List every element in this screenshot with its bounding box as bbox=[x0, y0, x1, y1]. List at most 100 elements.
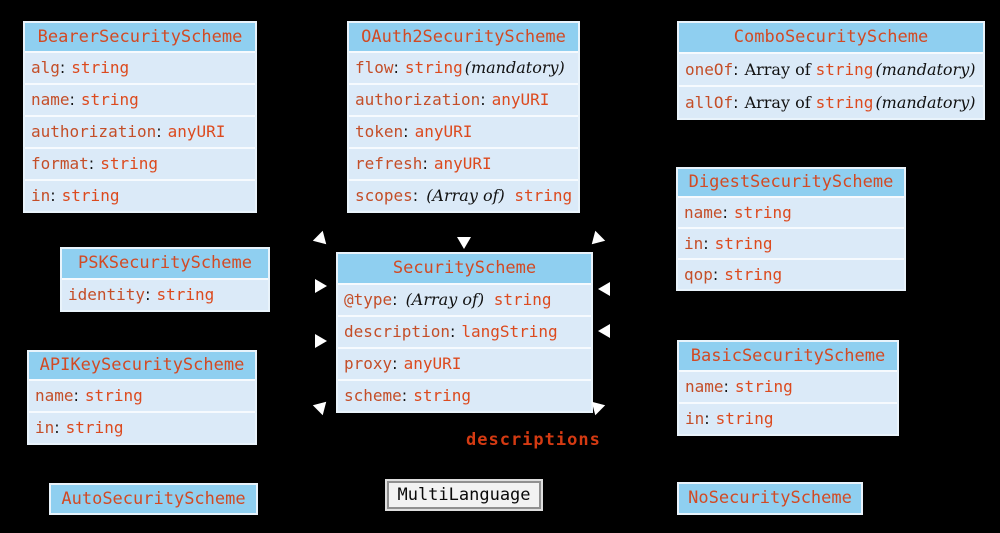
property-segment-name: identity bbox=[68, 285, 146, 304]
property-segment-name: oneOf bbox=[685, 60, 734, 79]
class-box-autosecurityscheme: AutoSecurityScheme bbox=[49, 483, 258, 515]
property-segment-name: authorization bbox=[355, 90, 481, 109]
property-segment-plain: Array of bbox=[744, 60, 811, 79]
property-segment-colon: : bbox=[73, 386, 79, 405]
property-segment-colon: : bbox=[480, 90, 486, 109]
property-row: name:string bbox=[25, 83, 255, 115]
property-segment-colon: : bbox=[733, 60, 739, 79]
property-segment-name: qop bbox=[684, 265, 713, 284]
edge-label-descriptions: descriptions bbox=[466, 430, 601, 450]
property-row: in: string bbox=[678, 227, 904, 258]
property-segment-type: anyURI bbox=[414, 122, 473, 141]
property-segment-type: string bbox=[815, 60, 874, 79]
property-segment-note: (mandatory) bbox=[875, 60, 976, 79]
property-row: token:anyURI bbox=[349, 115, 578, 147]
property-segment-plain: Array of bbox=[744, 93, 811, 112]
class-box-basicsecurityscheme: BasicSecurityScheme name: string in:string bbox=[677, 340, 899, 436]
property-row: @type:(Array of) string bbox=[338, 283, 591, 315]
property-segment-colon: : bbox=[392, 290, 398, 309]
property-row: name:string bbox=[678, 196, 904, 227]
property-segment-colon: : bbox=[401, 386, 408, 405]
property-segment-colon: : bbox=[156, 122, 162, 141]
property-segment-colon: : bbox=[412, 186, 419, 205]
property-segment-name: authorization bbox=[31, 122, 157, 141]
class-box-nosecurityscheme: NoSecurityScheme bbox=[677, 482, 863, 515]
property-row: description:langString bbox=[338, 315, 591, 347]
property-row: in:string bbox=[679, 402, 897, 434]
property-row: in:string bbox=[29, 411, 255, 443]
property-segment-type: string bbox=[61, 186, 120, 205]
property-segment-type: string bbox=[413, 386, 471, 405]
arrowhead-icon bbox=[457, 237, 471, 249]
class-box-oauth2securityscheme: OAuth2SecurityScheme flow: string (mandator… bbox=[347, 21, 580, 213]
property-segment-name: proxy bbox=[344, 354, 393, 373]
property-segment-type: string bbox=[714, 234, 773, 253]
property-segment-note: (Array of) bbox=[426, 186, 505, 205]
property-segment-colon: : bbox=[50, 186, 56, 205]
class-title: BasicSecurityScheme bbox=[679, 342, 897, 370]
property-segment-colon: : bbox=[88, 154, 95, 173]
property-segment-name: flow bbox=[355, 58, 394, 77]
property-segment-name: alg bbox=[31, 58, 60, 77]
property-segment-name: token bbox=[355, 122, 404, 141]
property-segment-name: in bbox=[35, 418, 55, 437]
property-segment-type: string bbox=[724, 265, 783, 284]
property-segment-name: scopes bbox=[355, 186, 413, 205]
property-row: scheme:string bbox=[338, 379, 591, 411]
arrowhead-icon bbox=[312, 230, 332, 250]
property-segment-type: string bbox=[156, 285, 215, 304]
property-segment-name: name bbox=[684, 203, 723, 222]
arrowhead-icon bbox=[598, 324, 610, 338]
arrowhead-icon bbox=[315, 279, 327, 293]
property-segment-name: @type bbox=[344, 290, 393, 309]
class-title: NoSecurityScheme bbox=[679, 484, 861, 513]
property-segment-type: string bbox=[504, 186, 573, 205]
property-row: format: string bbox=[25, 147, 255, 179]
arrowhead-icon bbox=[312, 396, 332, 416]
property-segment-colon: : bbox=[59, 58, 66, 77]
property-segment-name: in bbox=[684, 234, 704, 253]
property-segment-name: name bbox=[35, 386, 74, 405]
property-row: proxy: anyURI bbox=[338, 347, 591, 379]
property-segment-colon: : bbox=[703, 234, 709, 253]
property-segment-note: (Array of) bbox=[405, 290, 485, 309]
class-title: OAuth2SecurityScheme bbox=[349, 23, 578, 51]
property-segment-type: string bbox=[71, 58, 130, 77]
property-segment-type: anyURI bbox=[491, 90, 550, 109]
class-title: DigestSecurityScheme bbox=[678, 169, 904, 196]
property-segment-colon: : bbox=[722, 203, 728, 222]
property-segment-colon: : bbox=[392, 354, 398, 373]
property-segment-colon: : bbox=[712, 265, 719, 284]
datatype-node-multilanguage: MultiLanguage bbox=[387, 481, 541, 509]
property-segment-name: format bbox=[31, 154, 89, 173]
property-segment-type: string bbox=[84, 386, 143, 405]
property-segment-colon: : bbox=[449, 322, 456, 341]
property-segment-note: (mandatory) bbox=[875, 93, 976, 112]
property-row: in:string bbox=[25, 179, 255, 211]
property-segment-note: (mandatory) bbox=[464, 58, 565, 77]
property-row: authorization: anyURI bbox=[349, 83, 578, 115]
property-segment-type: string bbox=[815, 93, 874, 112]
arrowhead-icon bbox=[315, 334, 327, 348]
property-segment-colon: : bbox=[723, 377, 729, 396]
property-row: qop: string bbox=[678, 258, 904, 289]
class-title: ComboSecurityScheme bbox=[679, 23, 983, 52]
arrowhead-icon bbox=[586, 230, 606, 250]
property-segment-type: anyURI bbox=[403, 354, 462, 373]
property-segment-type: string bbox=[80, 90, 139, 109]
property-segment-type: anyURI bbox=[167, 122, 226, 141]
property-segment-colon: : bbox=[422, 154, 428, 173]
class-title: AutoSecurityScheme bbox=[51, 485, 256, 513]
property-segment-name: name bbox=[31, 90, 70, 109]
property-segment-name: name bbox=[685, 377, 724, 396]
property-segment-type: string bbox=[734, 377, 793, 396]
property-segment-type: string bbox=[100, 154, 158, 173]
property-segment-name: refresh bbox=[355, 154, 423, 173]
